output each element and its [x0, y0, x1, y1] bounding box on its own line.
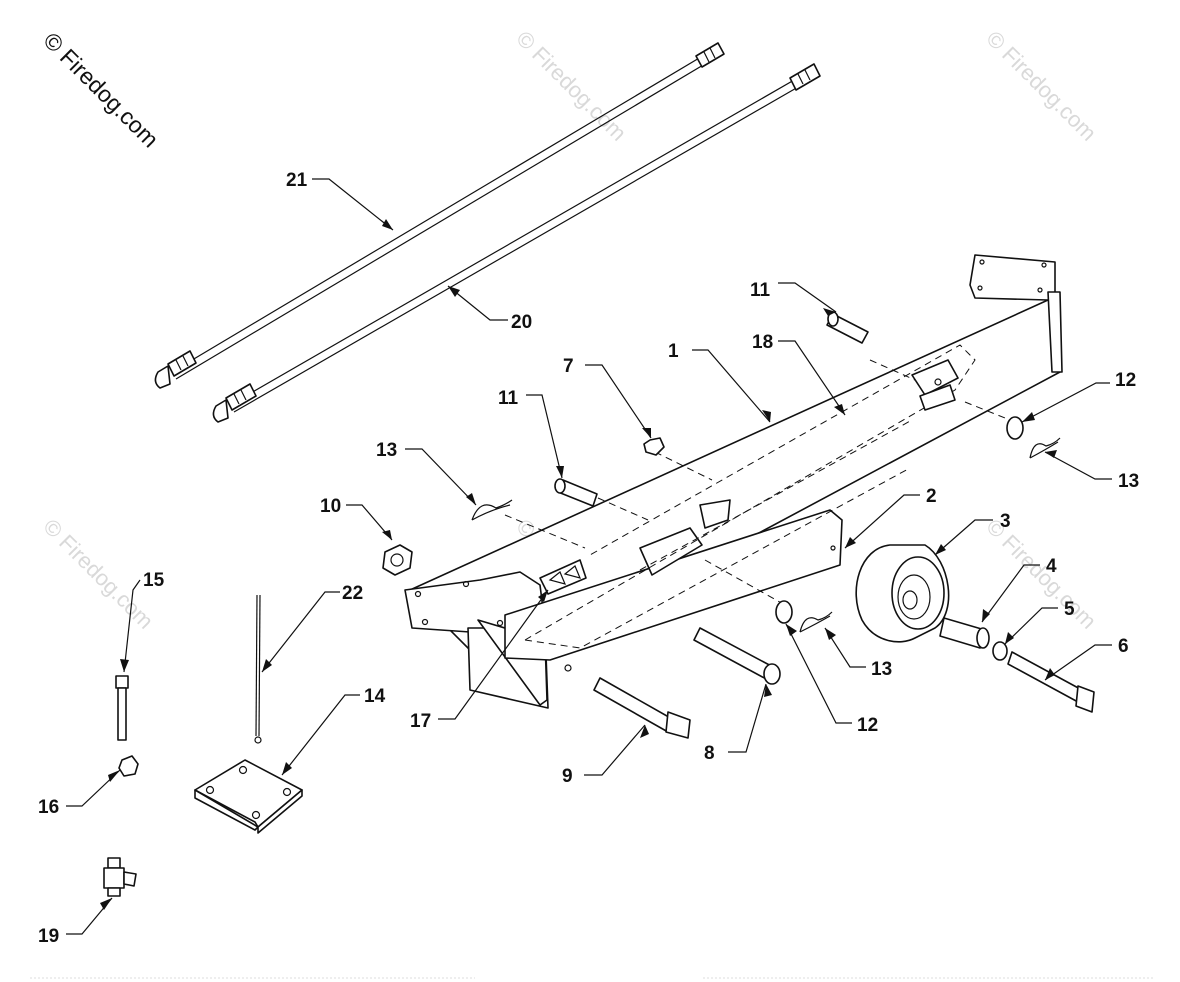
- leader-16: [66, 769, 121, 807]
- leader-17: [438, 589, 549, 720]
- part-22-cable-tie: [254, 594, 262, 744]
- leader-10: [346, 504, 393, 541]
- part-14-plate: [194, 759, 303, 834]
- leader-18: [778, 340, 846, 416]
- callout-14: 14: [364, 686, 386, 707]
- leader-9: [584, 724, 646, 776]
- leader-5: [1004, 607, 1058, 645]
- leader-13-lower: [824, 627, 866, 668]
- part-15-bolt: [115, 675, 129, 741]
- watermark-faint-2: © Firedog.com: [981, 26, 1101, 146]
- callout-13-left: 13: [376, 440, 397, 461]
- part-6-bolt: [1007, 651, 1095, 713]
- leader-3: [934, 519, 993, 556]
- leader-11-middle: [526, 394, 563, 479]
- callout-18: 18: [752, 332, 773, 353]
- leader-21: [312, 178, 394, 231]
- leader-20: [447, 285, 508, 321]
- leader-arrowheads: [100, 219, 1057, 910]
- leader-7: [585, 364, 652, 439]
- leader-lines: [66, 178, 1112, 935]
- callout-9: 9: [562, 766, 573, 787]
- part-17-decal: [539, 559, 587, 595]
- leader-13-right: [1044, 451, 1112, 480]
- leader-11-upper: [778, 282, 837, 313]
- leader-15: [123, 579, 141, 673]
- callout-labels: 1 2 3 4 5 6 7 8 9 10 11 11 12 12 13 13 1…: [38, 170, 1139, 947]
- part-2-wedge: [504, 499, 843, 661]
- leader-14: [281, 694, 360, 776]
- callout-2: 2: [926, 486, 937, 507]
- part-13-hairpin-lower: [799, 611, 833, 633]
- callout-8: 8: [704, 743, 715, 764]
- callout-22: 22: [342, 583, 363, 604]
- callout-17: 17: [410, 711, 431, 732]
- callout-5: 5: [1064, 599, 1075, 620]
- callout-11-middle: 11: [498, 388, 519, 409]
- part-5-washer: [992, 641, 1008, 661]
- callout-12-lower: 12: [857, 715, 878, 736]
- leader-12-lower: [785, 623, 852, 724]
- part-3-wheel: [855, 544, 950, 643]
- callout-6: 6: [1118, 636, 1129, 657]
- leader-1: [692, 349, 771, 423]
- leader-22: [261, 591, 340, 673]
- part-4-spacer: [939, 617, 990, 649]
- callout-21: 21: [286, 170, 308, 191]
- part-19-tee-fitting: [103, 857, 137, 897]
- leader-4: [981, 564, 1040, 623]
- callout-13-right: 13: [1118, 471, 1139, 492]
- leader-2: [844, 494, 920, 549]
- part-11-pin-upper: [826, 311, 869, 344]
- part-9-bolt: [593, 677, 691, 739]
- callout-1: 1: [668, 341, 679, 362]
- leader-6: [1044, 644, 1112, 681]
- leader-12-right: [1021, 382, 1110, 423]
- callout-3: 3: [1000, 511, 1011, 532]
- part-16-nut: [118, 755, 139, 777]
- part-20-hose: [212, 63, 821, 423]
- callout-10: 10: [320, 496, 341, 517]
- watermark-faint-1: © Firedog.com: [511, 26, 631, 146]
- callout-13-lower: 13: [871, 659, 892, 680]
- callout-11-upper: 11: [750, 280, 771, 301]
- part-7-nut: [643, 437, 665, 456]
- callout-20: 20: [511, 312, 532, 333]
- callout-15: 15: [143, 570, 165, 591]
- part-12-washer-right: [1006, 416, 1024, 440]
- part-21-hose: [154, 42, 725, 389]
- watermark-corner: © Firedog.com: [38, 27, 163, 152]
- part-13-hairpin-left: [471, 499, 513, 521]
- part-12-washer-lower: [775, 600, 793, 624]
- part-8-pin: [693, 627, 781, 685]
- callout-7: 7: [563, 356, 574, 377]
- leader-19: [66, 897, 113, 935]
- leader-8: [728, 683, 767, 753]
- hidden-lines: [504, 344, 1011, 649]
- callout-12-right: 12: [1115, 370, 1136, 391]
- callout-19: 19: [38, 926, 59, 947]
- part-18-valve: [911, 359, 959, 411]
- part-11-pin-middle: [554, 478, 598, 507]
- callout-16: 16: [38, 797, 59, 818]
- leader-13-left: [405, 448, 477, 506]
- part-13-hairpin-right: [1029, 437, 1061, 459]
- callout-4: 4: [1046, 556, 1057, 577]
- part-10-nut: [382, 544, 413, 576]
- watermark-faint-3: © Firedog.com: [38, 514, 158, 634]
